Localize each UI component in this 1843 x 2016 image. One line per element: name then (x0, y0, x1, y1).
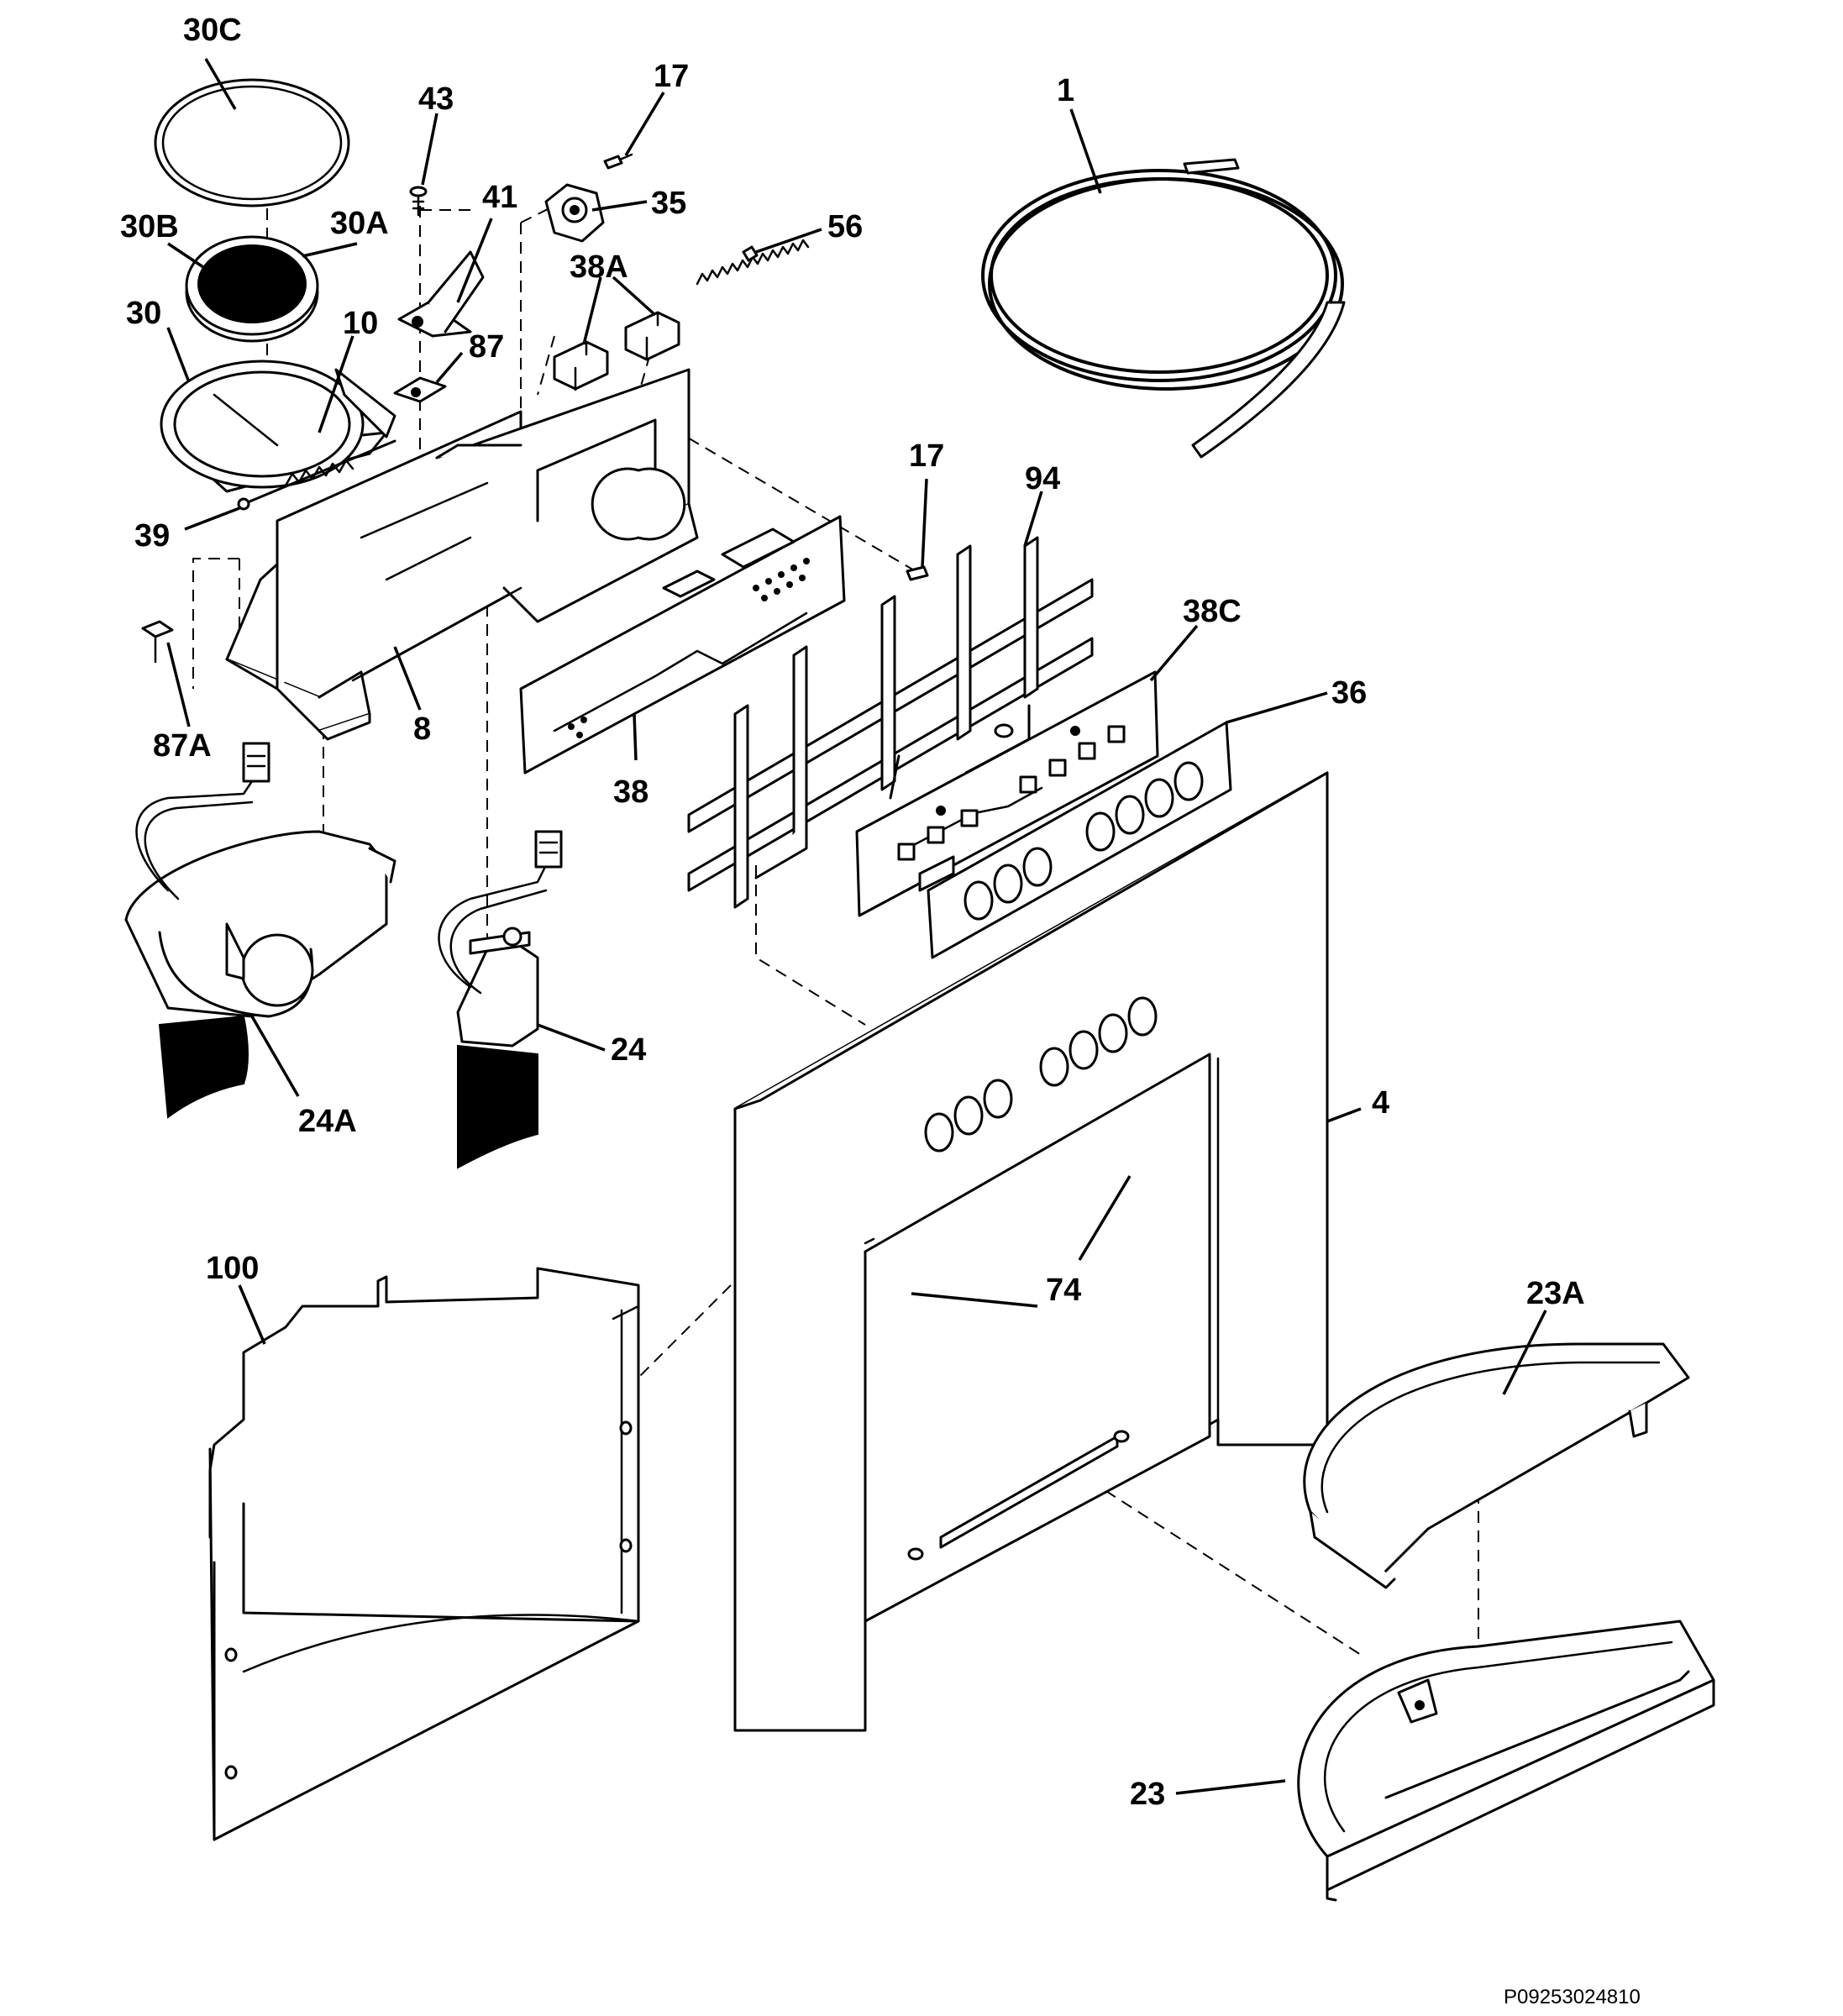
part-30b-filter-disc (185, 235, 319, 343)
callout-17-mid: 17 (909, 438, 944, 474)
callout-labels: 30C 43 17 1 41 35 30B 30A 56 38A 30 10 8… (120, 13, 1585, 1812)
callout-23a: 23A (1526, 1276, 1585, 1311)
callout-38: 38 (613, 774, 648, 810)
callout-39: 39 (134, 518, 170, 554)
part-17-screw-mid (906, 565, 929, 581)
callout-30a: 30A (330, 206, 389, 241)
callout-74: 74 (1046, 1273, 1081, 1308)
part-100-shield (208, 1267, 640, 1841)
callout-94: 94 (1025, 461, 1060, 496)
part-39-rod (237, 439, 396, 511)
part-56-spring (696, 239, 810, 286)
callout-24: 24 (611, 1032, 646, 1068)
part-24a-ice-chute (124, 742, 396, 1119)
callout-36: 36 (1331, 675, 1367, 711)
part-17-screw-top (603, 153, 633, 170)
diagram-code: P09253024810 (1504, 1986, 1641, 2008)
part-1-tubing (981, 158, 1346, 459)
callout-10: 10 (343, 306, 378, 341)
callout-30c: 30C (183, 13, 242, 48)
callout-17-top: 17 (654, 59, 689, 94)
callout-43: 43 (418, 81, 454, 117)
part-38-control-board (519, 515, 846, 774)
part-87a-clip (141, 620, 174, 664)
part-24-water-chute (438, 830, 563, 1169)
callout-24a: 24A (298, 1104, 357, 1139)
part-23-drip-tray (1297, 1620, 1715, 1902)
part-87-clip (393, 376, 447, 403)
leader-lines (166, 58, 1547, 1795)
part-30c-gasket (154, 78, 350, 207)
callout-87a: 87A (153, 728, 212, 764)
callout-41: 41 (482, 180, 517, 215)
part-4-front-frame (733, 771, 1329, 1732)
part-94-frame (687, 536, 1094, 909)
callout-56: 56 (827, 209, 863, 244)
part-38c-switch-board (855, 670, 1159, 917)
callout-100: 100 (206, 1251, 259, 1286)
callout-30b: 30B (120, 209, 179, 244)
callout-38c: 38C (1183, 594, 1242, 629)
part-43-screw (409, 186, 428, 217)
part-36-button-panel (927, 721, 1232, 959)
part-38a-switches (553, 311, 680, 391)
callout-4: 4 (1372, 1085, 1389, 1121)
callout-35: 35 (651, 186, 686, 221)
callout-23: 23 (1130, 1777, 1165, 1812)
part-8-dispenser-housing (225, 368, 699, 741)
part-35-actuator (544, 183, 605, 243)
callout-1: 1 (1057, 73, 1074, 108)
callout-87: 87 (469, 329, 504, 365)
callout-8: 8 (413, 711, 431, 747)
part-30-housing-ring (160, 360, 396, 493)
part-41-bracket (397, 250, 485, 338)
callout-30: 30 (126, 296, 161, 331)
part-23a-tray-grille (1303, 1342, 1690, 1589)
callout-38a: 38A (570, 249, 628, 285)
